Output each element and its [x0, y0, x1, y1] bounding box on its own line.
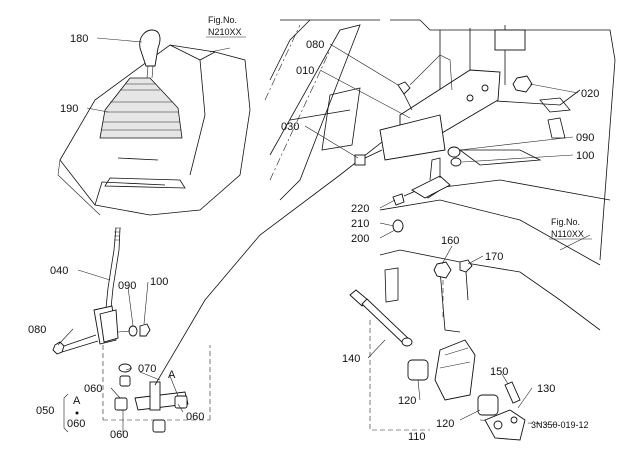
drawing-code: 3N350-019-12 — [531, 420, 589, 430]
right-shaft-assembly — [349, 249, 601, 441]
callout-220: 220 — [351, 203, 369, 215]
callout-090: 090 — [118, 280, 136, 292]
fig-ref-caption: Fig.No. — [551, 217, 580, 227]
fig-ref-code: N210XX — [208, 27, 242, 37]
callout-130: 130 — [537, 383, 555, 395]
fig-ref-code: N110XX — [551, 229, 584, 239]
callout-090: 090 — [576, 132, 594, 144]
callout-010: 010 — [296, 65, 314, 77]
callout-200: 200 — [351, 233, 369, 245]
callout-a: A — [73, 395, 81, 407]
control-cable — [154, 119, 411, 386]
leader-lines — [57, 37, 591, 435]
callout-190: 190 — [60, 103, 78, 115]
fig-ref-caption: Fig.No. — [208, 15, 237, 25]
callout-060: 060 — [186, 411, 204, 423]
callout-080: 080 — [28, 324, 46, 336]
callout-100: 100 — [576, 150, 594, 162]
callout-labels: 180 190 040 090 100 080 070 060 060 060 … — [28, 33, 599, 443]
callout-020: 020 — [581, 88, 599, 100]
callout-030: 030 — [281, 121, 299, 133]
callout-170: 170 — [485, 251, 503, 263]
right-frame-assembly — [264, 19, 616, 266]
callout-110: 110 — [408, 431, 426, 443]
callout-160: 160 — [441, 235, 459, 247]
callout-140: 140 — [342, 353, 360, 365]
callout-210: 210 — [351, 218, 369, 230]
callout-180: 180 — [70, 33, 88, 45]
callout-040: 040 — [50, 265, 68, 277]
fig-ref-n110xx: Fig.No. N110XX — [549, 217, 592, 240]
callout-a: A — [168, 369, 176, 381]
callout-060: 060 — [67, 418, 85, 430]
callout-060: 060 — [110, 429, 128, 441]
callout-070: 070 — [138, 363, 156, 375]
callout-060: 060 — [84, 383, 102, 395]
fig-ref-n210xx: Fig.No. N210XX — [206, 15, 246, 38]
callout-120: 120 — [436, 418, 454, 430]
callout-080: 080 — [306, 39, 324, 51]
callout-120: 120 — [398, 395, 416, 407]
left-assembly — [52, 29, 251, 433]
callout-050: 050 — [36, 405, 54, 417]
callout-100: 100 — [150, 276, 168, 288]
callout-150: 150 — [490, 366, 508, 378]
